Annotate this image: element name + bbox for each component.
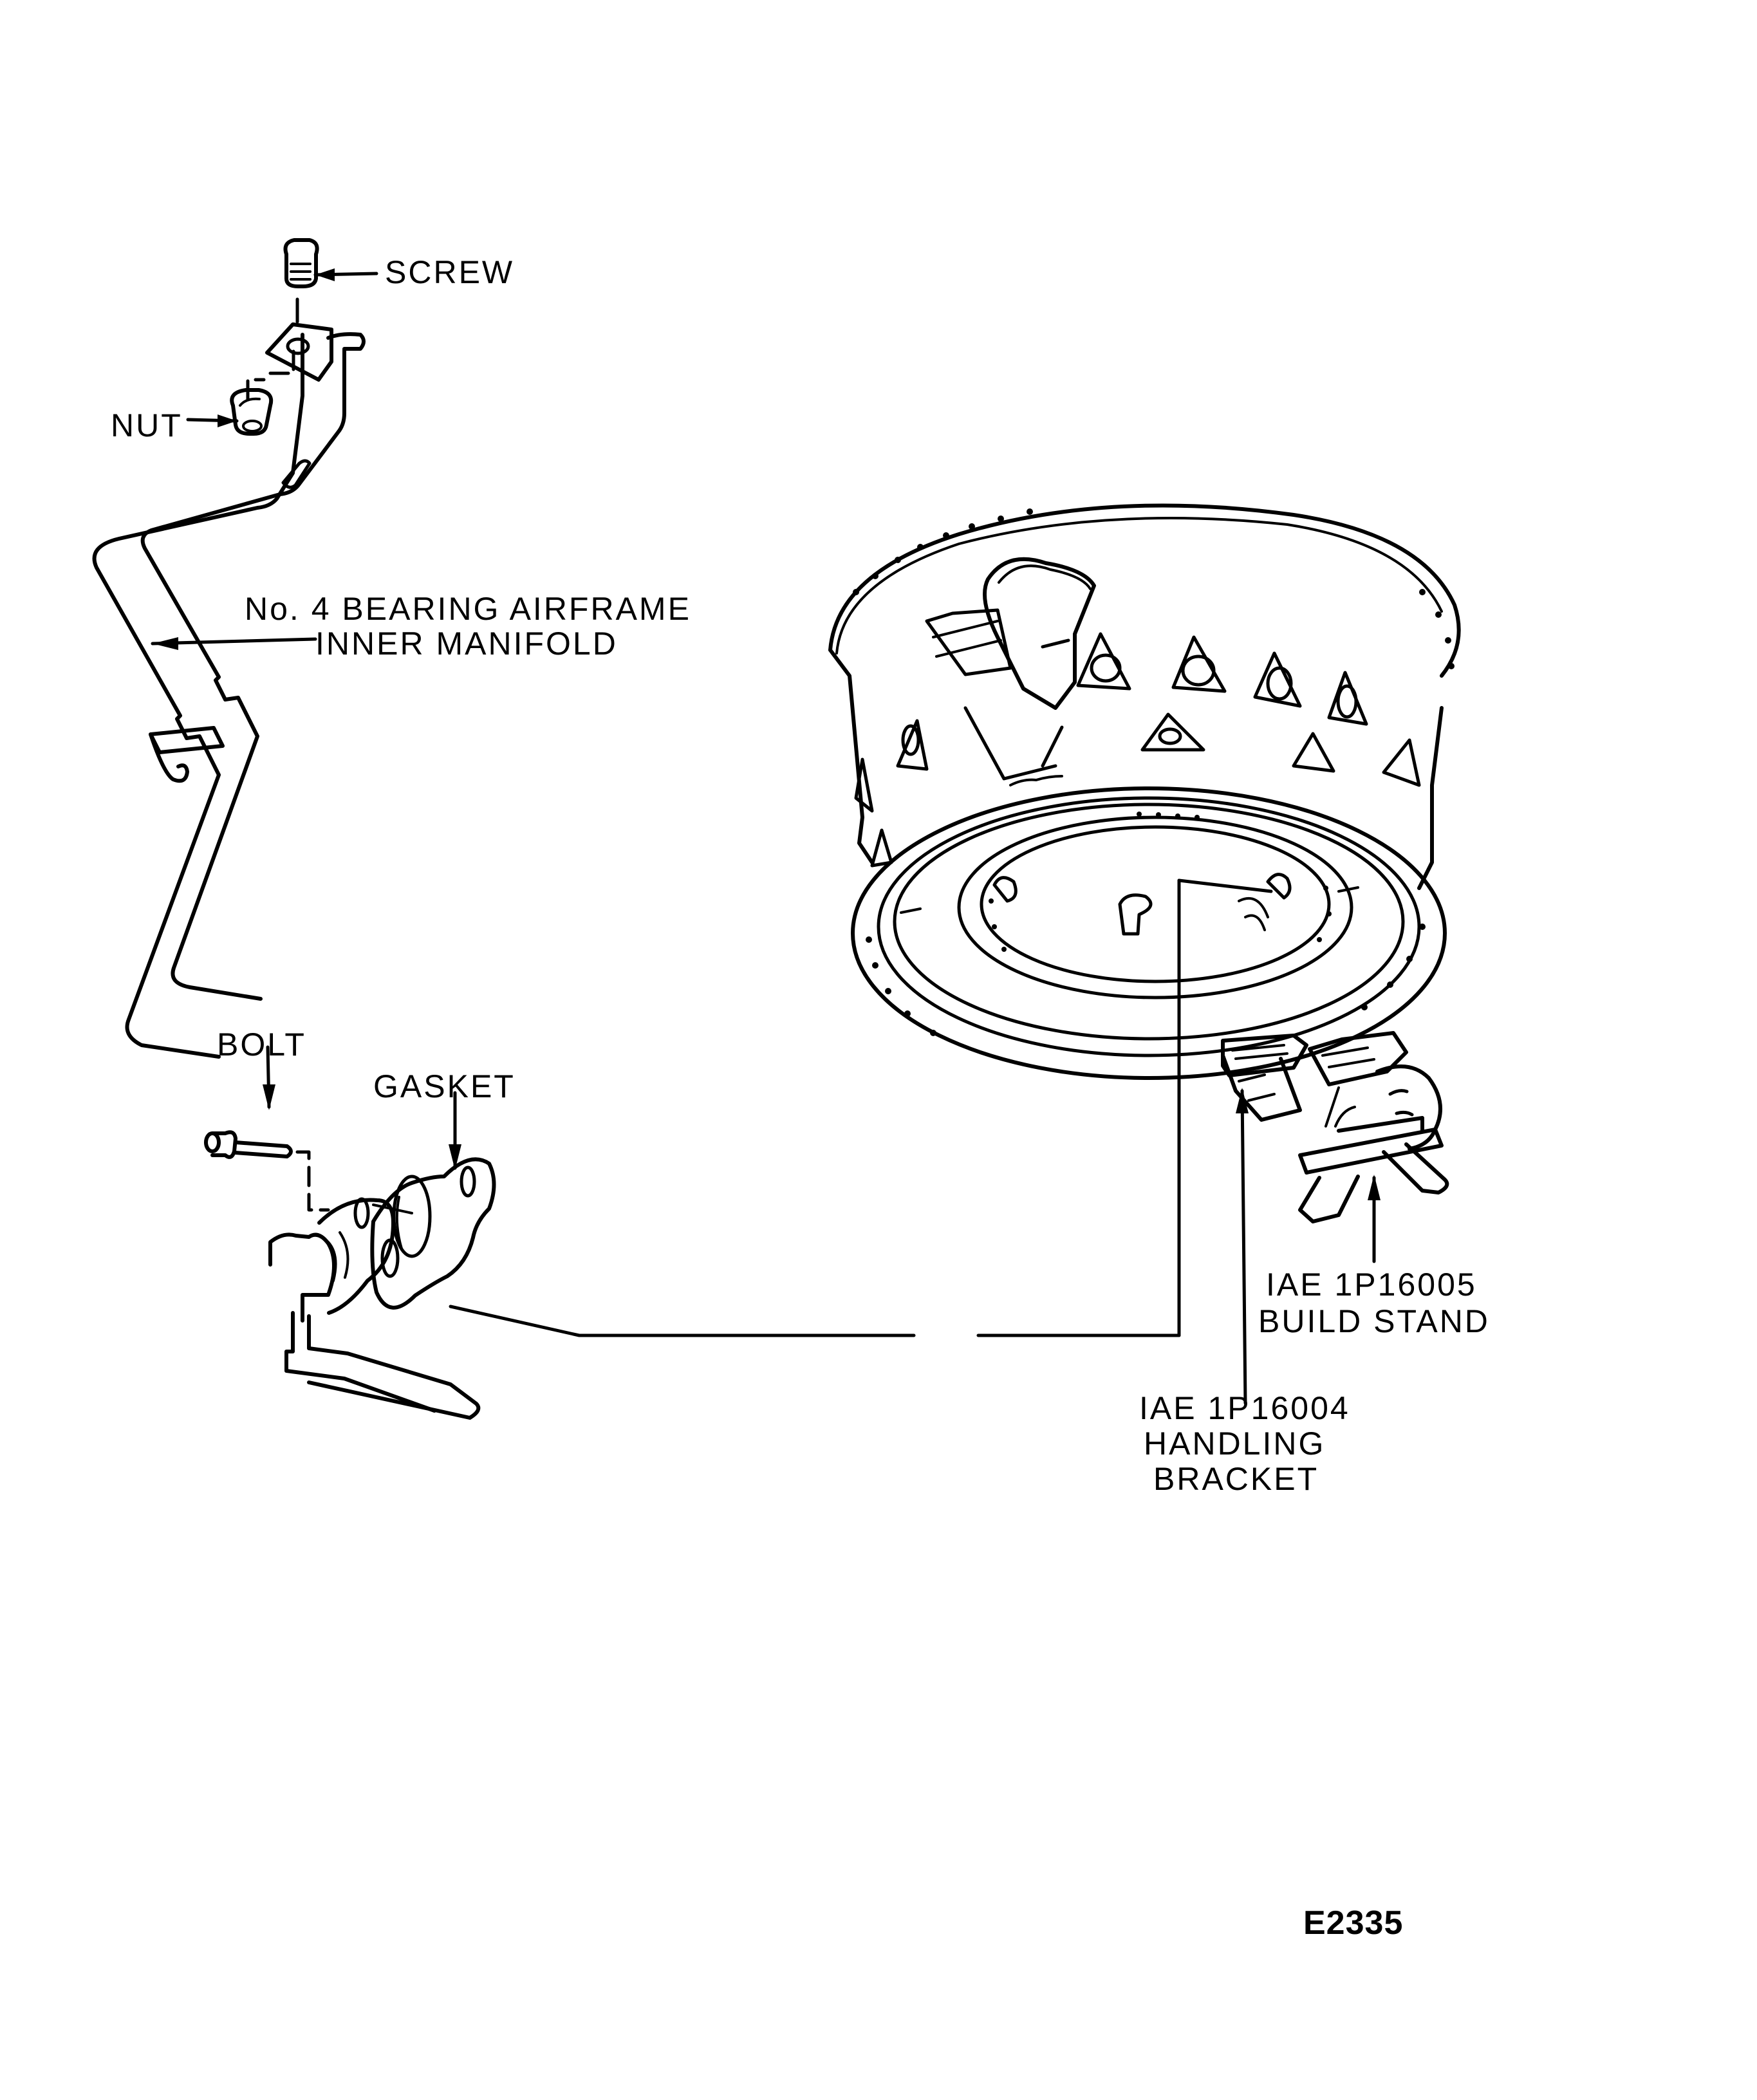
handling-bracket-leader (1236, 1088, 1249, 1405)
flange-hole-pattern (866, 812, 1426, 1036)
build-stand-icon (1298, 1031, 1449, 1223)
engine-case-icon (828, 503, 1461, 1080)
gasket-icon (370, 1157, 496, 1310)
bolt-leader (263, 1045, 275, 1110)
build-stand-leader (1368, 1175, 1380, 1263)
bolt-icon (204, 1130, 330, 1212)
manifold-label-line2: INNER MANIFOLD (315, 626, 618, 662)
manifold-leader (151, 637, 317, 650)
manifold-label-line1: No. 4 BEARING AIRFRAME (245, 591, 691, 627)
bolt-label: BOLT (217, 1027, 306, 1063)
build-stand-label-line1: IAE 1P16005 (1266, 1267, 1477, 1303)
nut-label: NUT (111, 407, 183, 443)
rim-hole-pattern (853, 508, 1455, 669)
handling-bracket-label-line1: IAE 1P16004 (1139, 1390, 1350, 1426)
build-stand-label-line2: BUILD STAND (1258, 1303, 1490, 1339)
mounting-plate-icon (246, 322, 333, 401)
handling-bracket-label-line2: HANDLING (1144, 1426, 1326, 1462)
screw-label: SCREW (385, 254, 515, 290)
manifold-pipe-icon (92, 332, 366, 1059)
alignment-line (449, 878, 1273, 1337)
handling-bracket-label-line3: BRACKET (1153, 1461, 1319, 1497)
boss-pads (854, 632, 1421, 868)
nut-leader (186, 414, 239, 427)
gasket-label: GASKET (373, 1068, 516, 1104)
nut-icon (230, 388, 274, 436)
handling-bracket-icon (1221, 1034, 1308, 1122)
figure-number: E2335 (1303, 1904, 1404, 1942)
screw-leader (313, 268, 378, 281)
screw-icon (283, 238, 319, 324)
gasket-leader (449, 1091, 461, 1170)
